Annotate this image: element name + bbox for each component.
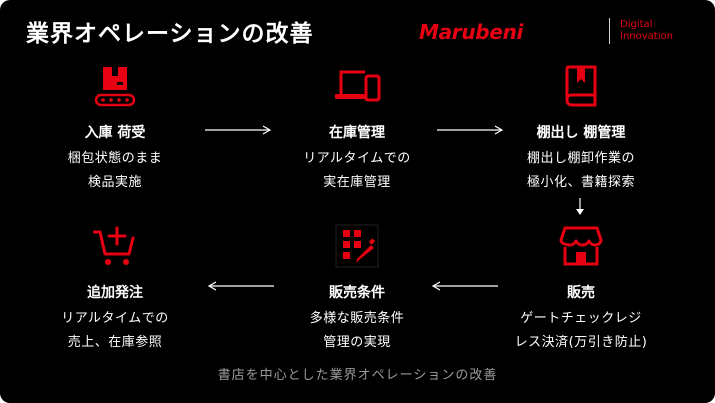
- step-desc-line2: 極小化、書籍探索: [526, 175, 635, 190]
- step-desc-line1: 多様な販売条件: [309, 311, 405, 326]
- step-desc-line2: レス決済(万引き防止): [514, 335, 648, 350]
- step-desc-line2: 実在庫管理: [323, 175, 391, 190]
- arrow-right-icon: [437, 125, 504, 135]
- logo-divider: [609, 18, 610, 44]
- logo-subtitle: Digital Innovation: [620, 19, 673, 43]
- step-title: 棚出し 棚管理: [536, 125, 626, 141]
- step-title: 在庫管理: [329, 125, 385, 141]
- step-description: リアルタイムでの 実在庫管理: [262, 147, 452, 195]
- step-desc-line1: リアルタイムでの: [303, 151, 411, 166]
- book-icon: [565, 65, 597, 107]
- step-title: 販売条件: [329, 285, 385, 301]
- step-description: 棚出し棚卸作業の 極小化、書籍探索: [486, 147, 676, 195]
- marubeni-logo: Marubeni: [419, 20, 524, 44]
- step-desc-line1: 梱包状態のまま: [67, 151, 163, 166]
- step-title: 追加発注: [87, 285, 143, 301]
- grid-edit-icon: [335, 224, 379, 268]
- page-title: 業界オペレーションの改善: [26, 21, 314, 47]
- logo-subtitle-line2: Innovation: [620, 31, 673, 42]
- step-reorder: 追加発注 リアルタイムでの 売上、在庫参照: [20, 224, 210, 355]
- step-title: 入庫 荷受: [84, 125, 146, 141]
- step-description: リアルタイムでの 売上、在庫参照: [20, 307, 210, 355]
- arrow-right-icon: [205, 125, 272, 135]
- arrow-left-icon: [431, 281, 498, 291]
- arrow-down-icon: [576, 198, 584, 215]
- caption: 書店を中心とした業界オペレーションの改善: [217, 368, 498, 383]
- step-sales-conditions: 販売条件 多様な販売条件 管理の実現: [262, 224, 452, 355]
- shop-icon: [559, 226, 603, 266]
- step-desc-line1: 棚出し棚卸作業の: [526, 151, 635, 166]
- logo-subtitle-line1: Digital: [620, 19, 653, 30]
- step-desc-line2: 管理の実現: [323, 335, 391, 350]
- step-inventory: 在庫管理 リアルタイムでの 実在庫管理: [262, 64, 452, 195]
- step-description: ゲートチェックレジ レス決済(万引き防止): [486, 307, 676, 355]
- arrow-left-icon: [207, 281, 274, 291]
- cart-add-icon: [93, 226, 135, 265]
- step-receiving: 入庫 荷受 梱包状態のまま 検品実施: [20, 64, 210, 195]
- package-conveyor-icon: [94, 67, 136, 107]
- step-title: 販売: [567, 285, 595, 301]
- step-desc-line2: 検品実施: [87, 175, 142, 190]
- step-description: 梱包状態のまま 検品実施: [20, 147, 210, 195]
- step-desc-line1: ゲートチェックレジ: [520, 311, 642, 326]
- step-desc-line1: リアルタイムでの: [61, 311, 169, 326]
- laptop-tablet-icon: [335, 70, 381, 102]
- step-desc-line2: 売上、在庫参照: [67, 335, 163, 350]
- step-description: 多様な販売条件 管理の実現: [262, 307, 452, 355]
- step-sales: 販売 ゲートチェックレジ レス決済(万引き防止): [486, 224, 676, 355]
- step-shelving: 棚出し 棚管理 棚出し棚卸作業の 極小化、書籍探索: [486, 64, 676, 195]
